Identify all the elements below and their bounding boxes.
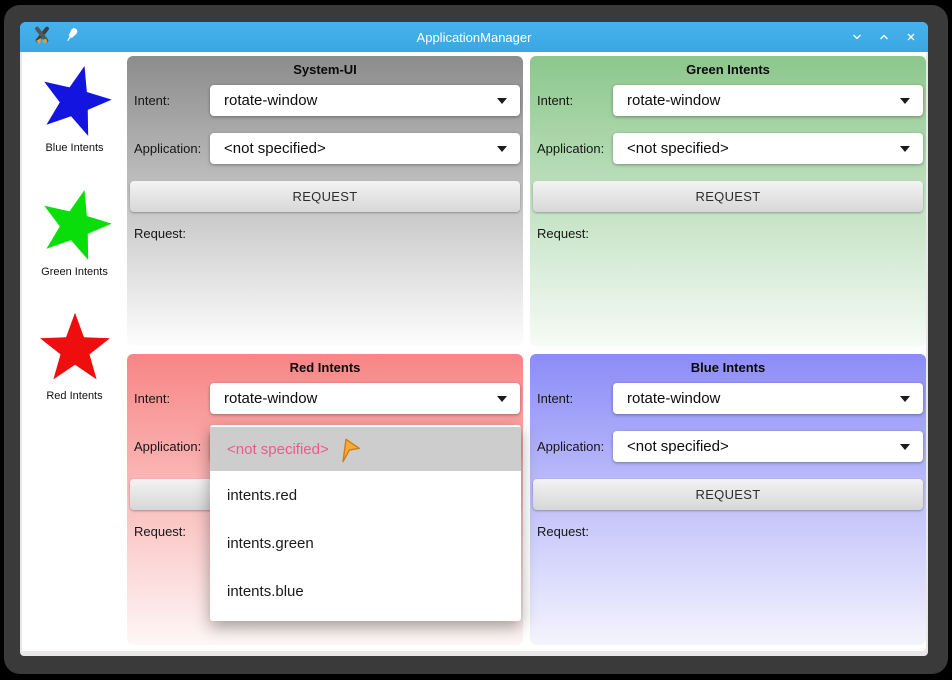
titlebar[interactable]: ApplicationManager [20,22,928,52]
intent-value: rotate-window [627,390,721,407]
minimize-button[interactable] [850,30,864,44]
application-select[interactable]: <not specified> [210,133,520,164]
intent-value: rotate-window [224,390,318,407]
panel-title: Blue Intents [690,360,766,375]
star-label: Red Intents [46,390,103,402]
application-label: Application: [134,141,202,156]
dropdown-arrow-icon [900,444,910,450]
blue-star-icon [43,66,112,136]
dropdown-item-label: intents.blue [227,582,304,600]
main-content: Blue Intents Green Intents [22,52,926,651]
dropdown-item-label: <not specified> [227,440,329,458]
application-dropdown-popup: <not specified> intents.red intents.gree… [210,425,521,621]
sidebar-item-blue-intents[interactable]: Blue Intents [22,60,127,154]
request-label: Request: [537,226,590,241]
request-label: Request: [134,226,187,241]
sidebar: Blue Intents Green Intents [22,52,127,651]
star-label: Blue Intents [45,142,104,154]
intent-select[interactable]: rotate-window [613,85,923,116]
app-icon [32,25,52,50]
panel-title: System-UI [293,62,357,77]
intent-label: Intent: [537,93,574,108]
dropdown-item-intents-blue[interactable]: intents.blue [210,567,521,615]
intent-select[interactable]: rotate-window [613,383,923,414]
pointer-cursor-icon [337,437,361,464]
intent-label: Intent: [537,391,574,406]
application-value: <not specified> [224,140,326,157]
dropdown-item-label: intents.red [227,486,298,504]
dropdown-arrow-icon [900,396,910,402]
maximize-button[interactable] [877,30,891,44]
panel-system-ui: System-UI Intent: rotate-window Applicat… [127,56,523,346]
request-button[interactable]: REQUEST [130,181,520,212]
panel-title: Green Intents [686,62,770,77]
intent-label: Intent: [134,391,171,406]
pin-icon[interactable] [62,26,80,49]
red-star-icon [39,312,110,380]
intent-select[interactable]: rotate-window [210,383,520,414]
intent-label: Intent: [134,93,171,108]
panel-title: Red Intents [289,360,361,375]
application-label: Application: [134,439,202,454]
close-button[interactable] [904,30,918,44]
dropdown-arrow-icon [497,98,507,104]
dropdown-arrow-icon [497,396,507,402]
star-label: Green Intents [41,266,108,278]
application-window: ApplicationManager [20,22,928,656]
dropdown-item-intents-green[interactable]: intents.green [210,519,521,567]
application-value: <not specified> [627,438,729,455]
panel-red-intents: Red Intents Intent: rotate-window Applic… [127,354,523,645]
intent-value: rotate-window [627,92,721,109]
application-label: Application: [537,141,605,156]
application-select[interactable]: <not specified> [613,133,923,164]
green-star-icon [43,190,112,260]
sidebar-item-green-intents[interactable]: Green Intents [22,184,127,278]
dropdown-item-intents-red[interactable]: intents.red [210,471,521,519]
request-button[interactable]: REQUEST [533,479,923,510]
dropdown-arrow-icon [900,98,910,104]
panel-green-intents: Green Intents Intent: rotate-window Appl… [530,56,926,346]
panel-blue-intents: Blue Intents Intent: rotate-window Appli… [530,354,926,645]
dropdown-arrow-icon [497,146,507,152]
intent-value: rotate-window [224,92,318,109]
sidebar-item-red-intents[interactable]: Red Intents [22,308,127,402]
dropdown-item-label: intents.green [227,534,314,552]
application-label: Application: [537,439,605,454]
dropdown-arrow-icon [900,146,910,152]
request-label: Request: [134,524,187,539]
dropdown-item-not-specified[interactable]: <not specified> [210,427,521,471]
window-title: ApplicationManager [416,29,532,45]
request-button[interactable]: REQUEST [533,181,923,212]
application-select[interactable]: <not specified> [613,431,923,462]
request-label: Request: [537,524,590,539]
intent-select[interactable]: rotate-window [210,85,520,116]
application-value: <not specified> [627,140,729,157]
